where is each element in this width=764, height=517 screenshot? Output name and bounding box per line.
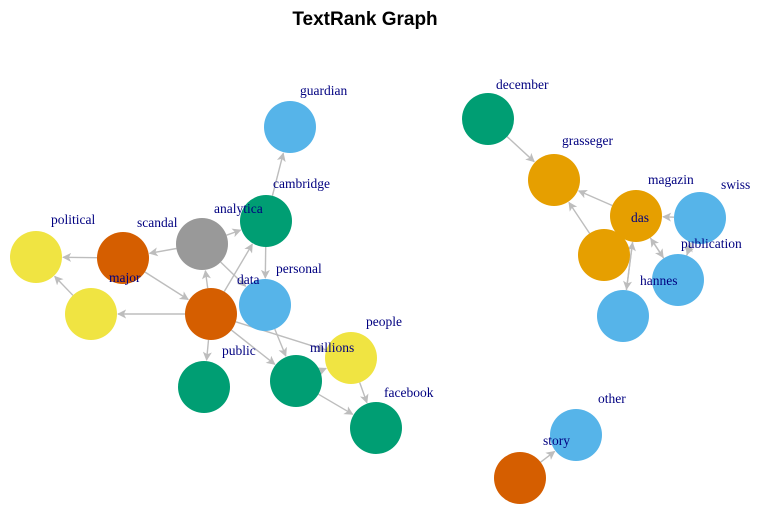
node-scandal xyxy=(97,232,149,284)
edge-analytica-to-scandal xyxy=(148,247,177,257)
node-label-scandal: scandal xyxy=(137,215,178,230)
node-label-other: other xyxy=(598,391,626,406)
node-label-story: story xyxy=(543,433,570,448)
edge-das-to-hannes xyxy=(623,241,634,291)
node-label-facebook: facebook xyxy=(384,385,434,400)
node-other xyxy=(550,409,602,461)
node-public xyxy=(178,361,230,413)
node-label-magazin: magazin xyxy=(648,172,694,187)
graph-title: TextRank Graph xyxy=(292,9,438,30)
node-cambridge xyxy=(240,195,292,247)
edge-millions-to-people xyxy=(316,367,327,376)
node-magazin xyxy=(578,229,630,281)
node-analytica xyxy=(176,218,228,270)
edge-data-to-millions xyxy=(230,329,276,365)
edge-data-to-analytica xyxy=(202,269,211,289)
node-label-guardian: guardian xyxy=(300,83,347,98)
node-label-personal: personal xyxy=(276,261,322,276)
node-label-political: political xyxy=(51,212,95,227)
node-das xyxy=(610,190,662,242)
node-label-swiss: swiss xyxy=(721,177,750,192)
node-label-grasseger: grasseger xyxy=(562,133,613,148)
node-label-publication: publication xyxy=(681,236,742,251)
edge-personal-to-millions xyxy=(274,328,287,357)
node-data xyxy=(185,288,237,340)
node-label-cambridge: cambridge xyxy=(273,176,330,191)
node-label-december: december xyxy=(496,77,549,92)
node-december xyxy=(462,93,514,145)
edge-december-to-grasseger xyxy=(506,136,535,163)
node-swiss xyxy=(674,192,726,244)
edge-cambridge-to-guardian xyxy=(271,152,286,196)
node-people xyxy=(325,332,377,384)
node-facebook xyxy=(350,402,402,454)
node-publication xyxy=(652,254,704,306)
edge-people-to-facebook xyxy=(359,382,369,404)
edge-layer xyxy=(54,136,694,463)
node-label-data: data xyxy=(237,272,260,287)
node-major xyxy=(65,288,117,340)
node-label-public: public xyxy=(222,343,256,358)
node-millions xyxy=(270,355,322,407)
edge-major-to-political xyxy=(54,275,74,296)
node-label-analytica: analytica xyxy=(214,201,263,216)
edge-millions-to-facebook xyxy=(318,393,354,415)
edge-scandal-to-data xyxy=(144,271,189,301)
node-hannes xyxy=(597,290,649,342)
edge-magazin-to-grasseger xyxy=(568,201,591,234)
edge-analytica-to-cambridge xyxy=(226,228,242,238)
edge-das-to-publication xyxy=(649,237,664,259)
node-label-millions: millions xyxy=(310,340,354,355)
node-personal xyxy=(239,279,291,331)
edge-story-to-other xyxy=(540,450,556,463)
node-political xyxy=(10,231,62,283)
node-label-das: das xyxy=(631,210,649,225)
node-layer xyxy=(10,93,726,504)
node-label-major: major xyxy=(109,270,141,285)
node-guardian xyxy=(264,101,316,153)
edge-swiss-to-publication xyxy=(685,242,694,256)
node-grasseger xyxy=(528,154,580,206)
label-layer: guardian cambridge analytica scandal politic… xyxy=(51,77,750,448)
edge-data-to-cambridge xyxy=(223,243,253,292)
edge-analytica-to-personal xyxy=(220,261,247,287)
node-label-people: people xyxy=(366,314,402,329)
node-story xyxy=(494,452,546,504)
edge-das-to-grasseger xyxy=(577,190,613,207)
edge-data-to-public xyxy=(202,339,212,361)
node-label-hannes: hannes xyxy=(640,273,678,288)
